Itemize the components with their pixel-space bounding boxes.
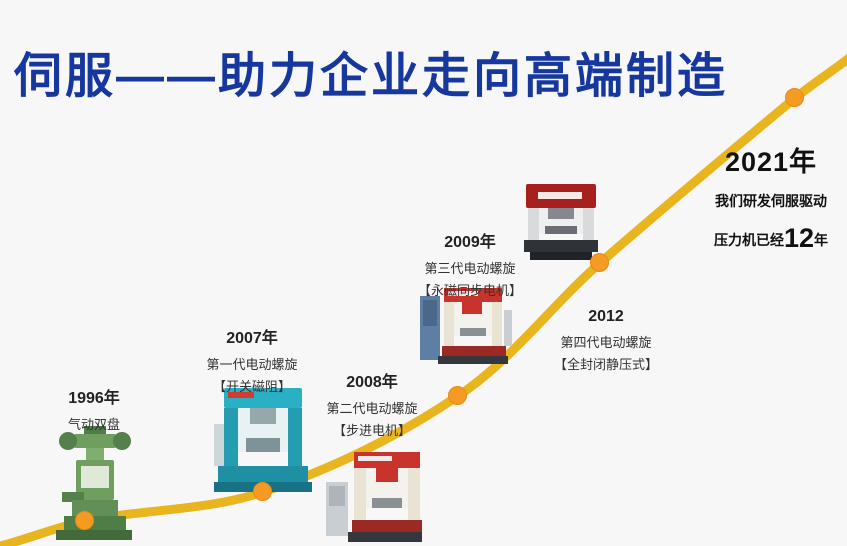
- milestone-2009-subcaption: 【永磁同步电机】: [417, 283, 522, 299]
- milestone-2007: 2007年 第一代电动螺旋 【开关磁阻】: [186, 324, 318, 398]
- milestone-1996-caption: 气动双盘: [67, 417, 120, 432]
- milestone-2021-year: 2021年: [724, 147, 818, 177]
- milestone-2021-subcaption-prefix: 压力机已经: [713, 232, 784, 249]
- milestone-dot-1996: [75, 511, 94, 530]
- milestone-2009: 2009年 第三代电动螺旋 【永磁同步电机】: [402, 228, 538, 302]
- milestone-dot-2012: [590, 253, 609, 272]
- milestone-2007-year: 2007年: [226, 330, 278, 347]
- milestone-2007-subcaption: 【开关磁阻】: [212, 379, 291, 395]
- milestone-2009-year: 2009年: [444, 234, 496, 251]
- milestone-2021-subcaption: 压力机已经12年: [696, 214, 846, 263]
- milestone-dot-2007: [253, 482, 272, 501]
- machine-2008-red-press-illustration: [326, 452, 422, 544]
- milestone-2021: 2021年 我们研发伺服驱动 压力机已经12年: [696, 140, 846, 263]
- milestone-2009-caption: 第三代电动螺旋: [424, 261, 516, 276]
- milestone-2012-caption: 第四代电动螺旋: [560, 335, 652, 350]
- milestone-2008-subcaption: 【步进电机】: [332, 423, 411, 439]
- milestone-2021-subcaption-suffix: 年: [814, 232, 829, 249]
- milestone-dot-2008: [448, 386, 467, 405]
- milestone-2012: 2012 第四代电动螺旋 【全封闭静压式】: [538, 308, 674, 376]
- milestone-2008-year: 2008年: [346, 374, 398, 391]
- machine-2009-red-press-illustration: [420, 288, 512, 368]
- milestone-2021-years-count: 12: [783, 223, 815, 254]
- milestone-2008-caption: 第二代电动螺旋: [326, 401, 418, 416]
- machine-1996-green-press-illustration: [50, 426, 138, 541]
- milestone-1996-year: 1996年: [68, 390, 120, 407]
- machine-2012-fourth-gen-press-illustration: [518, 184, 604, 262]
- milestone-2012-subcaption: 【全封闭静压式】: [553, 357, 658, 373]
- milestone-2021-caption: 我们研发伺服驱动: [715, 193, 827, 209]
- milestone-2008: 2008年 第二代电动螺旋 【步进电机】: [306, 368, 438, 442]
- page-title: 伺服——助力企业走向高端制造: [14, 50, 729, 103]
- milestone-2012-year: 2012: [588, 308, 624, 325]
- milestone-1996: 1996年 气动双盘: [36, 384, 152, 436]
- machine-2007-teal-press-illustration: [214, 388, 312, 494]
- milestone-dot-2021: [785, 88, 804, 107]
- milestone-2007-caption: 第一代电动螺旋: [206, 357, 298, 372]
